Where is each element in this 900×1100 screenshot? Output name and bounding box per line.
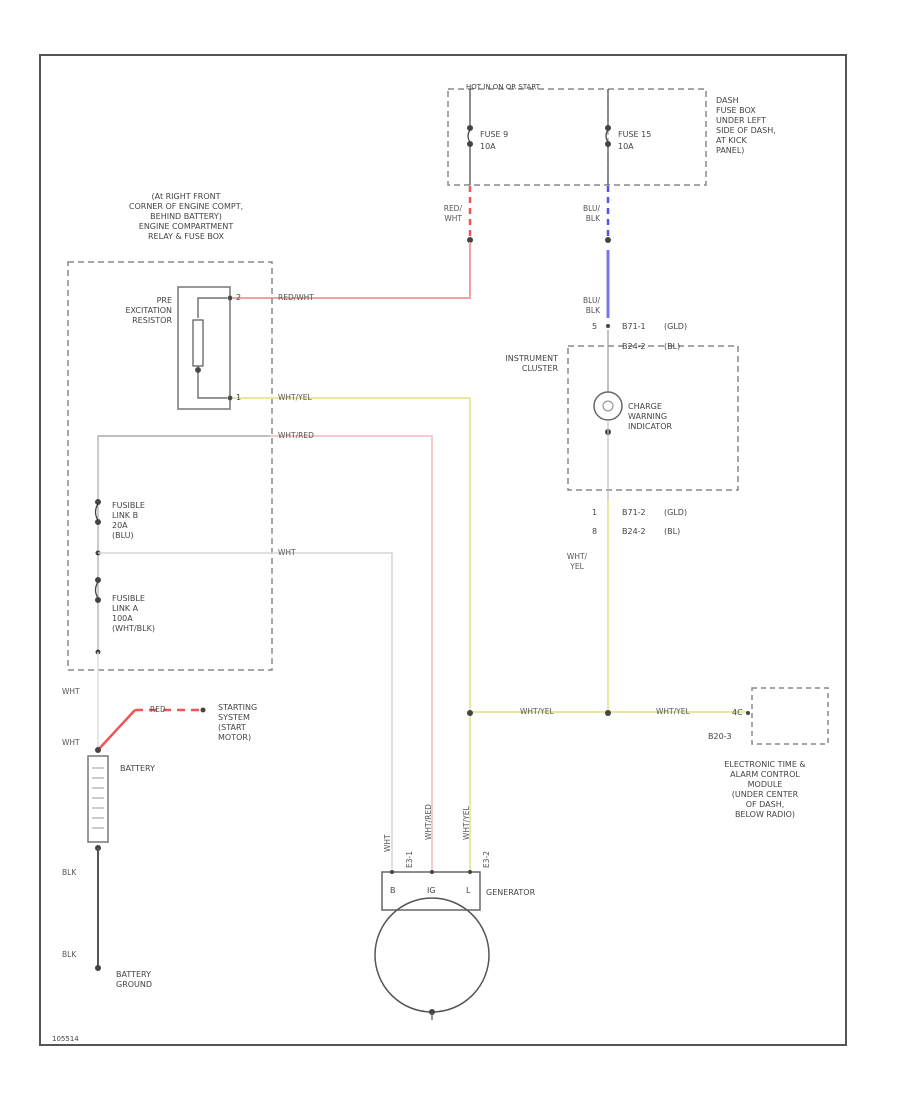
etacm-outline xyxy=(751,687,829,745)
cluster-conn-bot-color: (GLD) xyxy=(664,508,688,517)
splice-dot xyxy=(605,710,611,716)
cluster-conn-bot-color2: (BL) xyxy=(664,527,681,536)
splice-dot xyxy=(605,237,611,243)
fuse-15-symbol xyxy=(605,89,611,185)
gen-wire-label-wht: WHT xyxy=(383,834,392,852)
etacm-pin: 4C xyxy=(732,708,743,717)
instrument-cluster-outline xyxy=(567,345,739,491)
splice-dot xyxy=(467,237,473,243)
gen-wire-label-wht-red: WHT/RED xyxy=(424,804,433,840)
wire-label-blk-1: BLK xyxy=(62,868,77,877)
cluster-conn-top-id: B71-1 xyxy=(622,322,646,331)
connector-pin xyxy=(606,324,610,328)
generator-label: GENERATOR xyxy=(486,888,536,897)
fusible-link-a-symbol xyxy=(94,577,101,603)
wire-label-wht-yel-vert: WHT/YEL xyxy=(566,552,588,571)
wire-wht-red xyxy=(98,435,433,870)
cluster-conn-bot-pin: 1 xyxy=(592,508,598,517)
connector-pin xyxy=(468,870,472,874)
battery-cells xyxy=(92,767,104,829)
connector-pin xyxy=(390,870,394,874)
wire-red-wht xyxy=(233,242,471,299)
wire-label-red-wht-vert: RED/WHT xyxy=(443,204,462,223)
cluster-conn-bot-id2: B24-2 xyxy=(622,527,646,536)
splice-dot xyxy=(467,710,473,716)
wire-label-wht-yel-horiz: WHT/YEL xyxy=(278,393,312,402)
gen-conn-2: E3-2 xyxy=(482,851,491,868)
connector-pin xyxy=(746,711,750,715)
gen-wire-label-wht-yel: WHT/YEL xyxy=(462,806,471,840)
gen-conn-1: E3-1 xyxy=(405,851,414,868)
fuse-15-rating: 10A xyxy=(618,142,634,151)
lamp-inner xyxy=(602,400,614,412)
splice-dot xyxy=(95,747,101,753)
diagram-border xyxy=(39,54,847,1046)
wire-red-battery xyxy=(97,709,136,751)
wire-wht xyxy=(98,552,393,870)
resistor-symbol xyxy=(192,295,233,401)
wire-label-wht-yel-bottom-2: WHT/YEL xyxy=(656,707,690,716)
wire-label-red-wht-horiz: RED/WHT xyxy=(278,293,314,302)
fuse-9-symbol xyxy=(467,89,473,185)
cluster-conn-bot-pin2: 8 xyxy=(592,527,598,536)
wire-label-blu-blk-mid: BLU/BLK xyxy=(583,296,600,315)
wire-wht-yel xyxy=(233,397,471,870)
resistor-box xyxy=(177,286,231,410)
charge-warning-lamp-icon xyxy=(593,391,623,421)
battery-label: BATTERY xyxy=(120,764,155,773)
cluster-conn-top-color: (GLD) xyxy=(664,322,688,331)
ground-point xyxy=(95,965,101,971)
fuse-15-label: FUSE 15 xyxy=(618,130,652,139)
cluster-conn-top-pin: 5 xyxy=(592,322,598,331)
resistor-pin-1: 1 xyxy=(236,393,242,402)
resistor-pin-2: 2 xyxy=(236,293,242,302)
fuse-box-header: HOT IN ON OR START xyxy=(466,83,540,91)
fusible-link-b-symbol xyxy=(94,499,101,525)
fuse-9-rating: 10A xyxy=(480,142,496,151)
wire-label-red: RED xyxy=(150,705,166,714)
wire-label-blu-blk-top: BLU/BLK xyxy=(583,204,600,223)
wire-label-blk-2: BLK xyxy=(62,950,77,959)
wire-label-wht-1: WHT xyxy=(62,687,80,696)
gen-pin-ig: IG xyxy=(427,886,436,895)
cluster-conn-top-id2: B24-2 xyxy=(622,342,646,351)
footer-id: 105514 xyxy=(52,1035,79,1043)
fuse-9-label: FUSE 9 xyxy=(480,130,509,139)
gen-pin-b: B xyxy=(390,886,396,895)
cluster-conn-bot-id: B71-2 xyxy=(622,508,646,517)
wire-label-wht-yel-bottom-1: WHT/YEL xyxy=(520,707,554,716)
relay-box-outline xyxy=(67,261,273,671)
gen-pin-l: L xyxy=(466,886,471,895)
battery-icon xyxy=(87,755,109,843)
fuse-box-outline xyxy=(447,88,707,186)
connector-pin xyxy=(200,707,206,713)
etacm-conn: B20-3 xyxy=(708,732,732,741)
wire-label-wht-2: WHT xyxy=(62,738,80,747)
connector-pin xyxy=(430,870,434,874)
generator-icon xyxy=(374,897,490,1013)
cluster-conn-top-color2: (BL) xyxy=(664,342,681,351)
wire-label-wht-horiz: WHT xyxy=(278,548,296,557)
wire-label-wht-red-horiz: WHT/RED xyxy=(278,431,314,440)
